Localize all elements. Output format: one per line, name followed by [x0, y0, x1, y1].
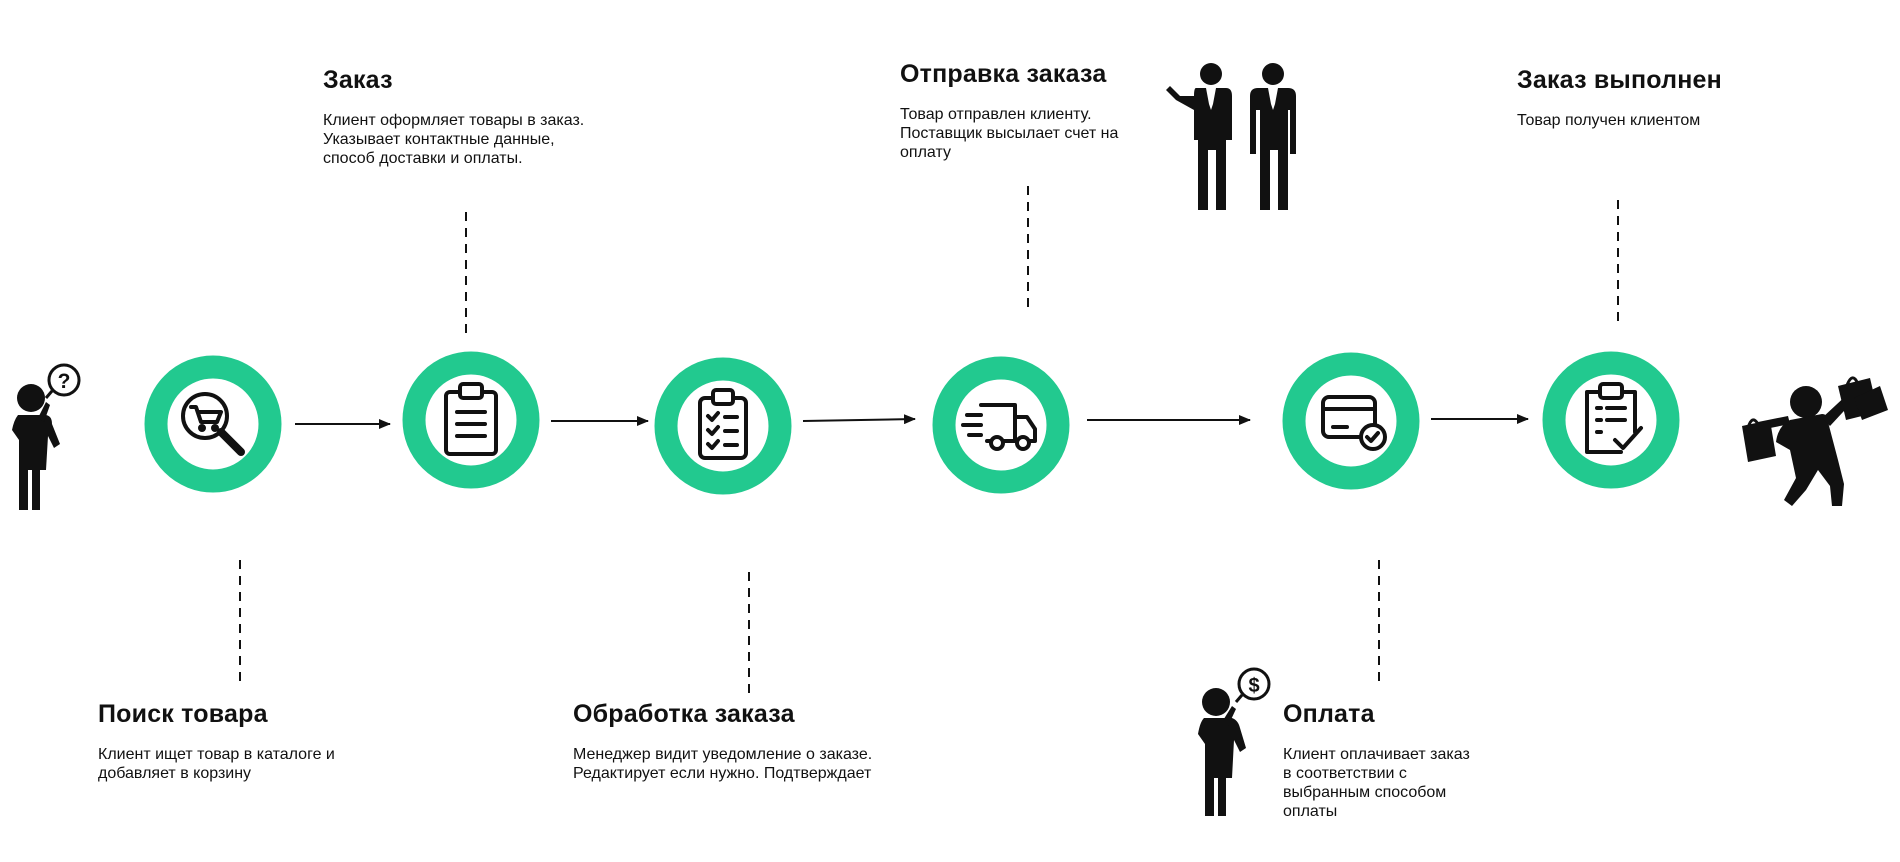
- svg-text:?: ?: [58, 370, 71, 393]
- clipboard-icon: [444, 382, 498, 456]
- cart-magnifier-icon: [181, 392, 245, 456]
- step-title: Заказ: [323, 66, 393, 94]
- thinking-person-dollar-icon: $: [1198, 667, 1271, 816]
- credit-card-check-icon: [1321, 395, 1387, 451]
- step-description: Клиент оформляет товары в заказ. Указыва…: [323, 112, 585, 167]
- step-order-text: Заказ Клиент оформляет товары в заказ. У…: [323, 66, 653, 168]
- step-title: Оплата: [1283, 700, 1375, 728]
- step-description: Товар отправлен клиенту. Поставщик высыл…: [900, 106, 1119, 161]
- svg-text:$: $: [1248, 675, 1259, 697]
- step-ring-processing: [654, 357, 792, 495]
- step-title: Обработка заказа: [573, 700, 795, 728]
- step-payment-text: Оплата Клиент оплачивает заказ в соответ…: [1283, 700, 1523, 821]
- step-shipping-text: Отправка заказа Товар отправлен клиенту.…: [900, 60, 1200, 162]
- step-processing-text: Обработка заказа Менеджер видит уведомле…: [573, 700, 933, 783]
- step-done-text: Заказ выполнен Товар получен клиентом: [1517, 66, 1797, 130]
- step-title: Отправка заказа: [900, 60, 1107, 88]
- step-search-text: Поиск товара Клиент ищет товар в каталог…: [98, 700, 428, 783]
- two-businessmen-icon: [1166, 63, 1296, 210]
- delivery-truck-icon: [961, 403, 1037, 451]
- thinking-person-question-icon: ?: [12, 363, 81, 510]
- step-ring-payment: [1282, 352, 1420, 490]
- step-description: Клиент ищет товар в каталоге и добавляет…: [98, 746, 335, 782]
- checklist-icon: [698, 388, 748, 460]
- step-ring-order: [402, 351, 540, 489]
- clipboard-check-icon: [1585, 382, 1643, 454]
- step-title: Поиск товара: [98, 700, 268, 728]
- step-description: Товар получен клиентом: [1517, 112, 1701, 129]
- step-description: Менеджер видит уведомление о заказе. Ред…: [573, 746, 873, 782]
- arrow-processing-to-shipping: [802, 414, 916, 425]
- step-ring-shipping: [932, 356, 1070, 494]
- step-description: Клиент оплачивает заказ в соответствии с…: [1283, 746, 1470, 820]
- step-title: Заказ выполнен: [1517, 66, 1722, 94]
- happy-shopper-icon: [1742, 376, 1888, 506]
